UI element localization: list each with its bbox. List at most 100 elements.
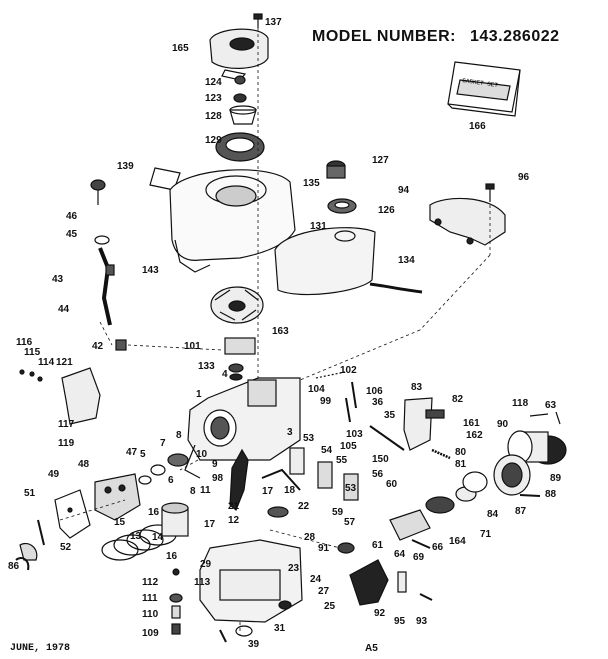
callout-14: 14 xyxy=(152,532,164,543)
callout-106: 106 xyxy=(366,386,383,397)
footer-page-number: A5 xyxy=(365,643,378,654)
callout-86: 86 xyxy=(8,561,20,572)
callout-12: 12 xyxy=(228,515,240,526)
callout-102: 102 xyxy=(340,365,357,376)
callout-49: 49 xyxy=(48,469,60,480)
callout-6: 6 xyxy=(168,475,174,486)
callout-17b: 17 xyxy=(204,519,216,530)
callout-101: 101 xyxy=(184,341,201,352)
washer-123-part xyxy=(233,93,247,103)
callout-10: 10 xyxy=(196,449,208,460)
plate-53-part xyxy=(289,447,305,475)
fuel-tank-126-part xyxy=(274,227,376,296)
callout-80: 80 xyxy=(455,447,467,458)
callout-87: 87 xyxy=(515,506,527,517)
callout-17a: 17 xyxy=(262,486,274,497)
callout-98: 98 xyxy=(212,473,224,484)
callout-110: 110 xyxy=(142,609,159,620)
callout-53b: 53 xyxy=(345,483,357,494)
callout-52: 52 xyxy=(60,542,72,553)
callout-129: 129 xyxy=(205,135,222,146)
callout-92: 92 xyxy=(374,608,386,619)
callout-36: 36 xyxy=(372,397,384,408)
callout-109: 109 xyxy=(142,628,159,639)
oring-45-part xyxy=(94,235,110,245)
ring-135-part xyxy=(327,198,357,214)
callout-96: 96 xyxy=(518,172,530,183)
callout-166: 166 xyxy=(469,121,486,132)
fill-tube-44-part xyxy=(98,247,115,326)
callout-21: 21 xyxy=(228,501,240,512)
callout-51: 51 xyxy=(24,488,36,499)
callout-93: 93 xyxy=(416,616,428,627)
callout-71: 71 xyxy=(480,529,492,540)
callout-56: 56 xyxy=(372,469,384,480)
cap-127-part xyxy=(326,160,346,179)
model-number-heading: MODEL NUMBER: 143.286022 xyxy=(312,28,560,46)
callout-53a: 53 xyxy=(303,433,315,444)
gasket-set-label: GASKET SET xyxy=(462,77,499,89)
callout-115: 115 xyxy=(24,347,41,358)
callout-1: 1 xyxy=(196,389,202,400)
gasket-49-part xyxy=(54,489,91,539)
callout-112: 112 xyxy=(142,577,159,588)
callout-29: 29 xyxy=(200,559,212,570)
screw-137-part xyxy=(253,13,263,28)
callout-48: 48 xyxy=(78,459,90,470)
callout-103: 103 xyxy=(346,429,363,440)
carburetor-48-part xyxy=(94,473,141,521)
callout-55: 55 xyxy=(336,455,348,466)
clip-101-part xyxy=(224,337,256,355)
pulley-89-part xyxy=(493,454,531,496)
callout-114: 114 xyxy=(38,357,55,368)
governor-bracket-part xyxy=(403,397,445,451)
plate-56-part xyxy=(343,473,359,501)
callout-116: 116 xyxy=(16,337,33,348)
washer-124-part xyxy=(234,75,246,85)
footer-date: JUNE, 1978 xyxy=(10,643,71,654)
plate-54-part xyxy=(317,461,333,489)
callout-45: 45 xyxy=(66,229,78,240)
callout-163: 163 xyxy=(272,326,289,337)
callout-43: 43 xyxy=(52,274,64,285)
callout-124: 124 xyxy=(205,77,222,88)
callout-31: 31 xyxy=(274,623,286,634)
callout-11: 11 xyxy=(200,485,211,496)
callout-44: 44 xyxy=(58,304,70,315)
callout-39: 39 xyxy=(248,639,260,650)
screen-129-part xyxy=(215,132,265,162)
callout-61: 61 xyxy=(372,540,384,551)
washer-133-part xyxy=(228,363,244,373)
callout-25: 25 xyxy=(324,601,336,612)
callout-63: 63 xyxy=(545,400,557,411)
bracket-94-part xyxy=(429,197,506,246)
callout-5: 5 xyxy=(140,449,146,460)
model-number-label: MODEL NUMBER: xyxy=(312,28,456,45)
callout-16b: 16 xyxy=(166,551,178,562)
bracket-121-part xyxy=(19,367,101,425)
callout-84: 84 xyxy=(487,509,499,520)
dipstick-46-part xyxy=(90,179,106,205)
callout-15: 15 xyxy=(114,517,126,528)
flywheel-163-part xyxy=(210,286,264,324)
callout-60: 60 xyxy=(386,479,398,490)
callout-47: 47 xyxy=(126,447,138,458)
callout-90: 90 xyxy=(497,419,509,430)
callout-134: 134 xyxy=(398,255,415,266)
callout-88: 88 xyxy=(545,489,557,500)
callout-82: 82 xyxy=(452,394,464,405)
cylinder-block-1-part xyxy=(184,377,301,479)
callout-165: 165 xyxy=(172,43,189,54)
callout-126: 126 xyxy=(378,205,395,216)
callout-121: 121 xyxy=(56,357,73,368)
callout-18: 18 xyxy=(284,485,296,496)
callout-91: 91 xyxy=(318,543,330,554)
callout-81: 81 xyxy=(455,459,467,470)
callout-27: 27 xyxy=(318,586,330,597)
callout-89: 89 xyxy=(550,473,562,484)
callout-54: 54 xyxy=(321,445,333,456)
model-number-value: 143.286022 xyxy=(469,28,560,45)
callout-64: 64 xyxy=(394,549,406,560)
callout-135: 135 xyxy=(303,178,320,189)
